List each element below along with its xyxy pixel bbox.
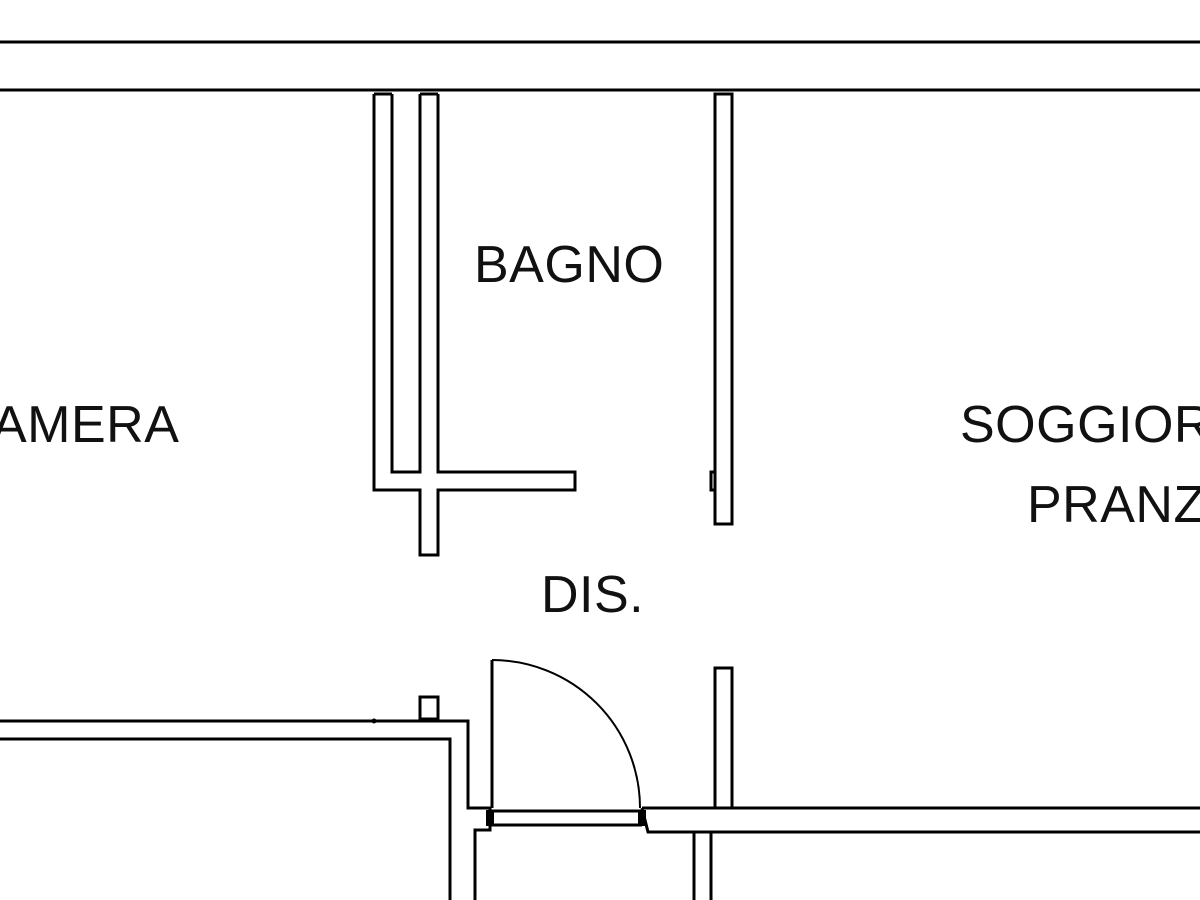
entrance-threshold xyxy=(486,809,646,827)
entrance-right-jamb xyxy=(713,666,734,810)
room-label-disimpegno: DIS. xyxy=(541,566,644,624)
camera-bottom-wall xyxy=(0,718,492,900)
bagno-left-wall xyxy=(372,92,577,557)
soggiorno-bottom-wall xyxy=(640,806,1200,900)
room-label-soggiorno: SOGGIOR xyxy=(960,396,1200,454)
room-label-camera: AMERA xyxy=(0,396,179,454)
room-label-pranzo: PRANZ xyxy=(1027,476,1200,534)
bagno-right-wall xyxy=(709,92,734,526)
entrance-left-stub xyxy=(418,695,440,721)
room-label-bagno: BAGNO xyxy=(474,236,664,294)
top-exterior-wall xyxy=(0,40,1200,92)
entrance-door xyxy=(490,659,641,809)
